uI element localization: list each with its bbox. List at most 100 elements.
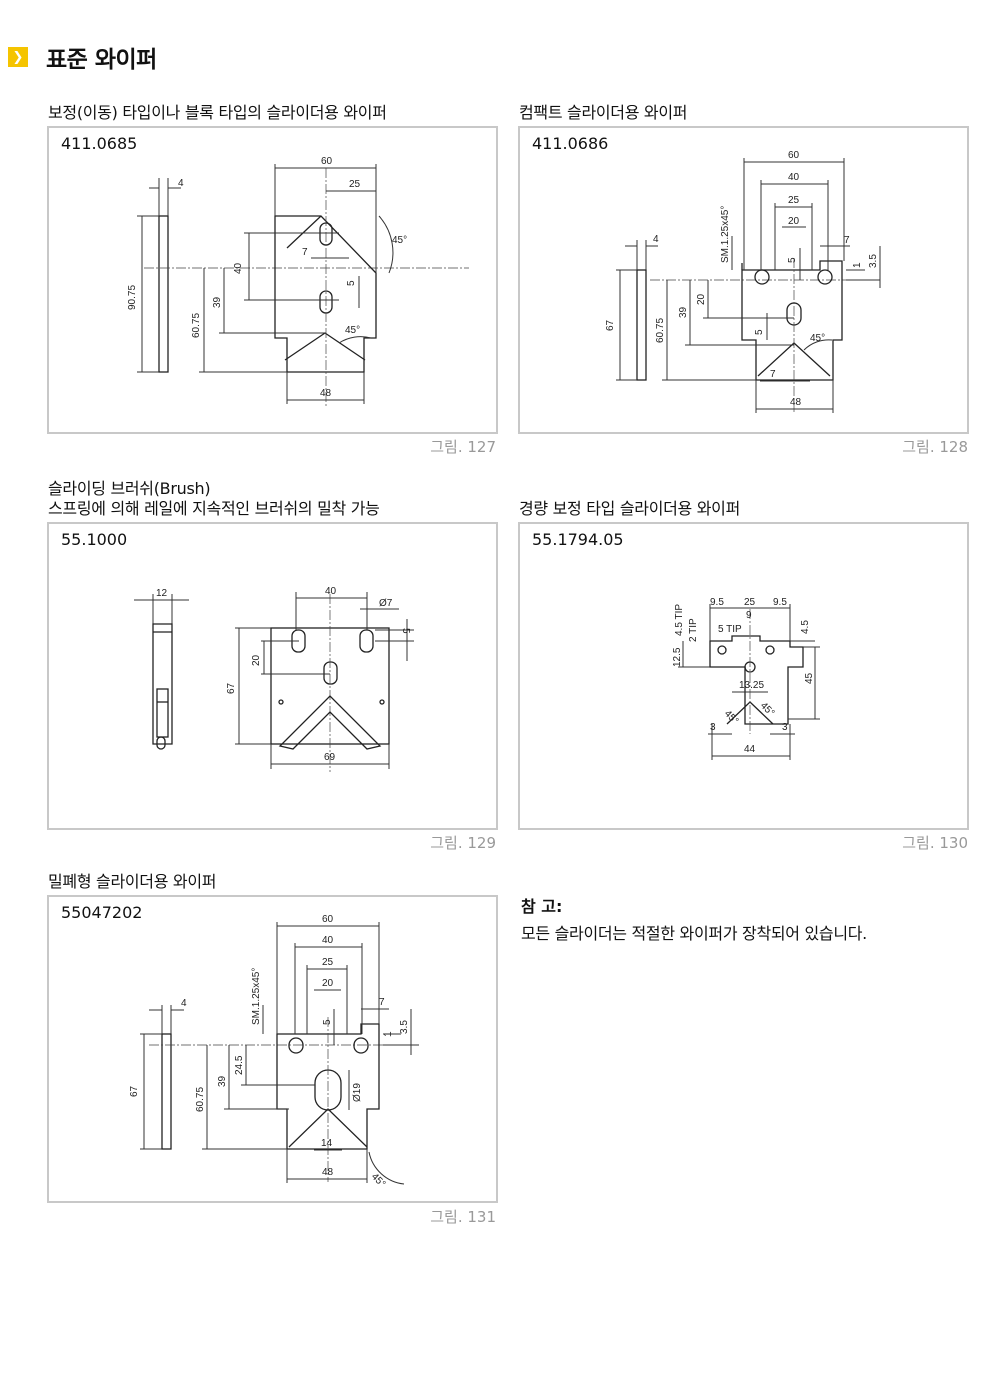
dim-label: 4 — [181, 998, 187, 1009]
dim-label: 7 — [379, 997, 385, 1008]
dim-label: 39 — [678, 306, 689, 318]
dim-label: 67 — [605, 319, 616, 331]
part-number: 411.0686 — [532, 134, 609, 153]
dim-label: 69 — [324, 752, 336, 763]
dim-label: 60 — [788, 150, 800, 161]
drawing-panel-2: 411.0686 4 67 60 40 25 20 SM.1.25x45° 7 … — [518, 126, 969, 434]
dim-label: SM.1.25x45° — [251, 968, 262, 1025]
drawing-panel-5: 55047202 4 67 60 40 25 20 SM.1.25x45° 7 … — [47, 895, 498, 1203]
part-number: 55.1000 — [61, 530, 128, 549]
dim-label: 5 — [400, 628, 411, 634]
drawing-panel-1: 411.0685 4 90.75 60 25 45° 40 7 5 60.75 — [47, 126, 498, 434]
dim-label: 40 — [233, 262, 244, 274]
drawing-panel-3: 55.1000 12 40 Ø7 5 20 67 69 — [47, 522, 498, 830]
dim-label: 7 — [844, 235, 850, 246]
dim-label: 4.5 — [800, 620, 811, 634]
figure-caption: 그림. 128 — [902, 438, 968, 456]
section-title-line2: 스프링에 의해 레일에 지속적인 브러쉬의 밀착 가능 — [48, 499, 380, 518]
dim-label: 20 — [322, 978, 334, 989]
dim-label: 3 — [710, 722, 716, 733]
dim-label: 25 — [744, 597, 756, 608]
technical-drawing-2: 4 67 60 40 25 20 SM.1.25x45° 7 5 1 3.5 — [605, 150, 881, 413]
technical-drawing-4: 9.5 25 9.5 4.5 TIP 9 2 TIP 5 TIP 4.5 12.… — [672, 597, 820, 760]
dim-label: 12 — [156, 588, 168, 599]
dim-label: 5 — [787, 257, 798, 263]
dim-label: 4.5 TIP — [674, 604, 685, 636]
dim-label: 45° — [369, 1171, 387, 1189]
dim-label: 9.5 — [773, 597, 787, 608]
dim-label: 7 — [302, 247, 308, 258]
dim-label: 60.75 — [191, 313, 202, 338]
dim-label: 44 — [744, 744, 756, 755]
dim-label: 40 — [322, 935, 334, 946]
dim-label: 3.5 — [399, 1020, 410, 1034]
dim-label: 25 — [349, 179, 361, 190]
dim-label: 45° — [722, 708, 740, 726]
dim-label: 20 — [696, 293, 707, 305]
dim-label: 14 — [321, 1138, 333, 1149]
technical-drawing-3: 12 40 Ø7 5 20 67 69 — [134, 586, 414, 772]
note-text: 모든 슬라이더는 적절한 와이퍼가 장착되어 있습니다. — [521, 924, 867, 943]
dim-label: 40 — [325, 586, 337, 597]
figure-caption: 그림. 130 — [902, 834, 968, 852]
figure-caption: 그림. 131 — [430, 1208, 496, 1226]
dim-label: 60.75 — [195, 1087, 206, 1112]
dim-label: 60 — [322, 914, 334, 925]
figure-caption: 그림. 129 — [430, 834, 496, 852]
dim-label: 20 — [251, 654, 262, 666]
dim-label: 40 — [788, 172, 800, 183]
dim-label: 39 — [212, 296, 223, 308]
dim-label: 48 — [322, 1167, 334, 1178]
dim-label: SM.1.25x45° — [720, 206, 731, 263]
dim-label: 13.25 — [739, 680, 764, 691]
dim-label: 7 — [770, 369, 776, 380]
dim-label: 9 — [746, 610, 752, 621]
section-title-2: 컴팩트 슬라이더용 와이퍼 — [519, 103, 688, 122]
dim-label: 25 — [322, 957, 334, 968]
dim-label: 1 — [383, 1031, 394, 1037]
dim-label: 60.75 — [655, 318, 666, 343]
dim-label: 39 — [217, 1075, 228, 1087]
dim-label: 3.5 — [868, 254, 879, 268]
dim-label: 24.5 — [234, 1055, 245, 1075]
dim-label: 45 — [804, 672, 815, 684]
figure-caption: 그림. 127 — [430, 438, 496, 456]
dim-label: 45° — [392, 235, 407, 246]
section-title-line1: 슬라이딩 브러쉬(Brush) — [48, 479, 211, 498]
page-header: ❯ 표준 와이퍼 — [8, 40, 157, 74]
dim-label: 48 — [320, 388, 332, 399]
dim-label: 2 TIP — [688, 618, 699, 642]
technical-drawing-5: 4 67 60 40 25 20 SM.1.25x45° 7 5 1 3.5 2… — [129, 914, 419, 1190]
dim-label: 90.75 — [127, 285, 138, 310]
technical-drawing-1: 4 90.75 60 25 45° 40 7 5 60.75 39 45° — [127, 156, 469, 408]
note-title: 참 고: — [521, 897, 563, 916]
dim-label: 45° — [345, 325, 360, 336]
chevron-right-icon: ❯ — [8, 47, 28, 67]
dim-label: 1 — [852, 262, 863, 268]
dim-label: 4 — [178, 178, 184, 189]
drawing-panel-4: 55.1794.05 9.5 25 9.5 4.5 TIP 9 2 TIP 5 … — [518, 522, 969, 830]
dim-label: 45° — [758, 700, 776, 718]
part-number: 411.0685 — [61, 134, 138, 153]
dim-label: Ø19 — [352, 1083, 363, 1102]
part-number: 55047202 — [61, 903, 143, 922]
dim-label: Ø7 — [379, 598, 393, 609]
dim-label: 4 — [653, 234, 659, 245]
dim-label: 12.5 — [672, 647, 683, 667]
part-number: 55.1794.05 — [532, 530, 624, 549]
dim-label: 60 — [321, 156, 333, 167]
dim-label: 67 — [226, 682, 237, 694]
dim-label: 9.5 — [710, 597, 724, 608]
dim-label: 45° — [810, 333, 825, 344]
section-title-3: 슬라이딩 브러쉬(Brush) 스프링에 의해 레일에 지속적인 브러쉬의 밀착… — [48, 479, 380, 519]
section-title-1: 보정(이동) 타입이나 블록 타입의 슬라이더용 와이퍼 — [48, 103, 387, 122]
section-title-4: 경량 보정 타입 슬라이더용 와이퍼 — [519, 499, 741, 518]
section-title-5: 밀폐형 슬라이더용 와이퍼 — [48, 872, 217, 891]
dim-label: 5 TIP — [718, 624, 742, 635]
dim-label: 67 — [129, 1085, 140, 1097]
dim-label: 20 — [788, 216, 800, 227]
dim-label: 5 — [754, 329, 765, 335]
dim-label: 5 — [322, 1019, 333, 1025]
dim-label: 48 — [790, 397, 802, 408]
dim-label: 5 — [346, 280, 357, 286]
